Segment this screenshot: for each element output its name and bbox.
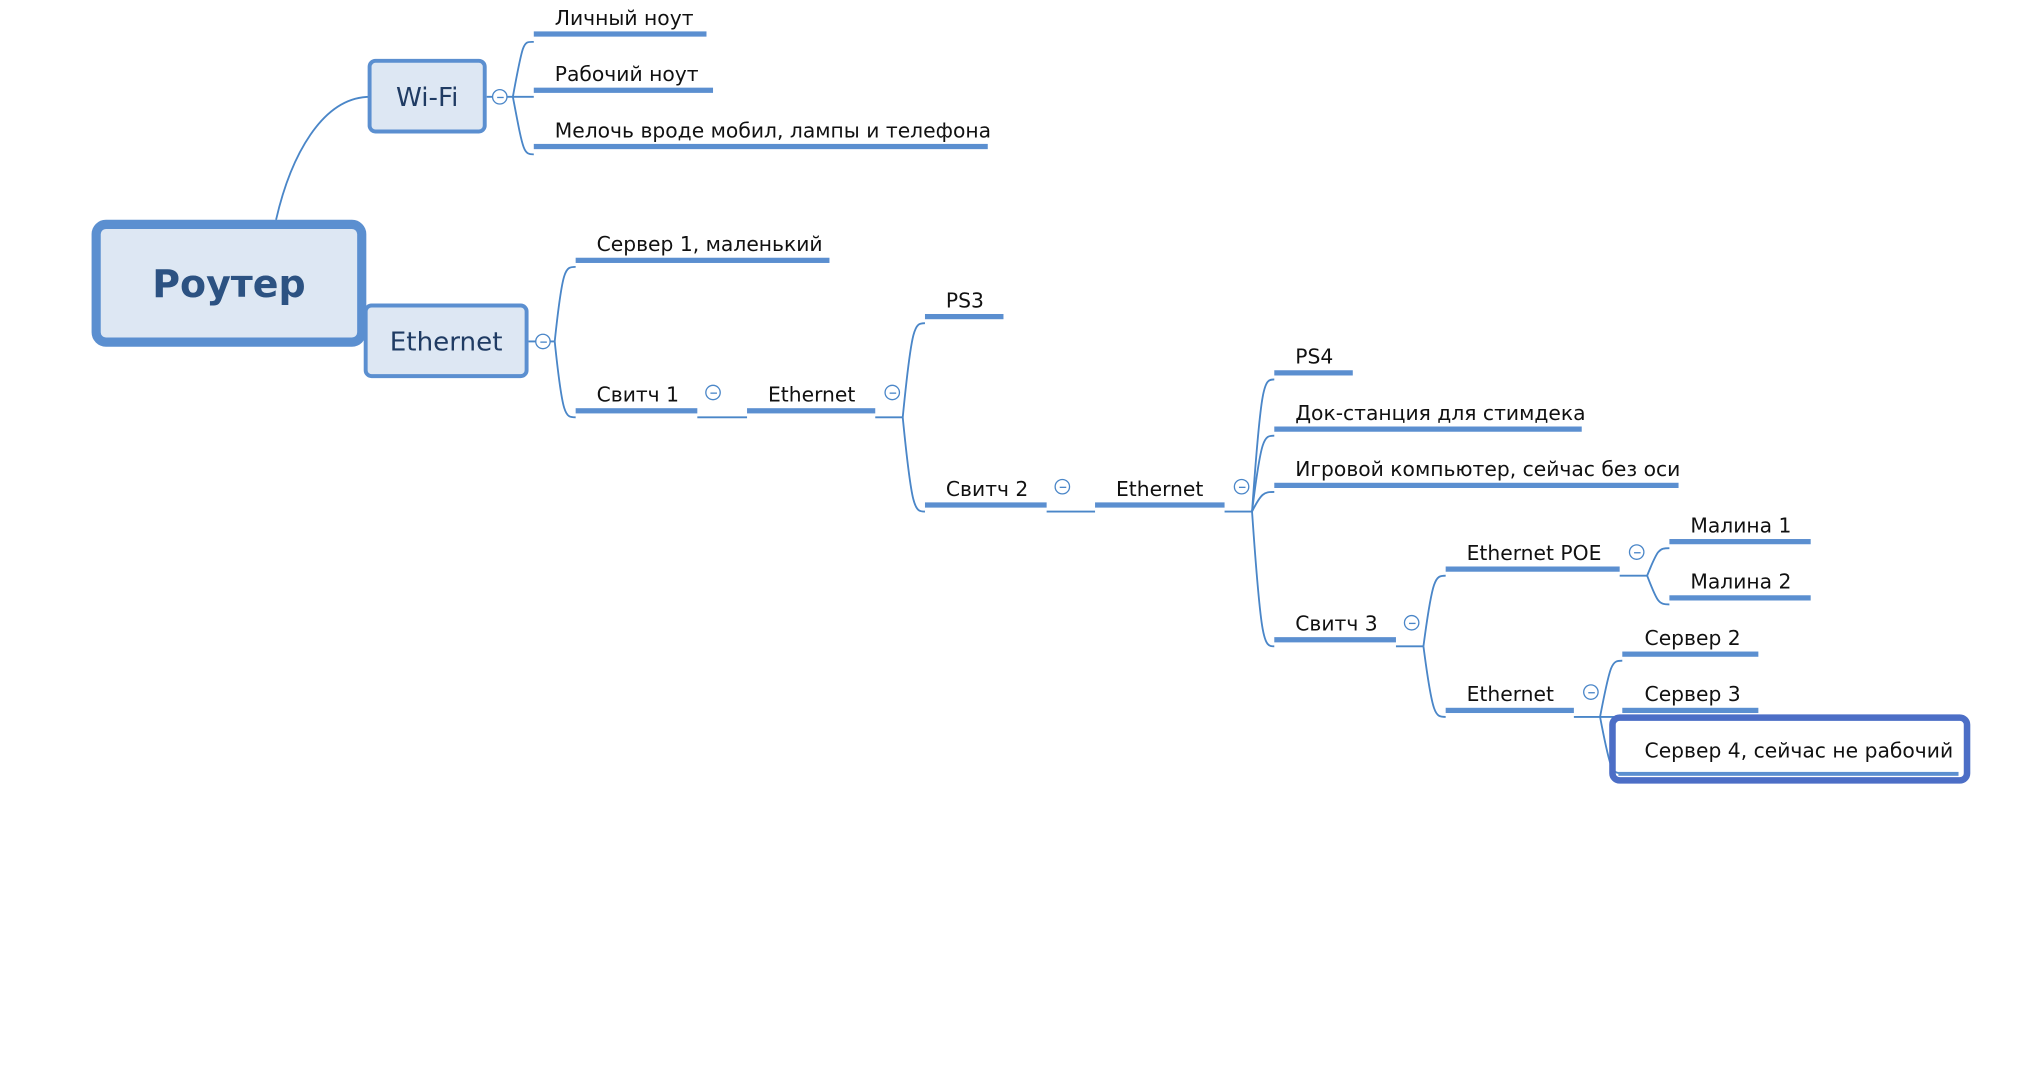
root-node-label: Роутер <box>152 261 306 306</box>
leaf-underline <box>1669 595 1811 601</box>
connector-port2-ps4 <box>1251 378 1275 512</box>
connector-port1-ps3 <box>901 322 925 418</box>
leaf-label: Док-станция для стимдека <box>1295 401 1586 426</box>
leaf-server3[interactable]: Сервер 3 <box>1622 682 1759 714</box>
connector-switch3-poe <box>1422 574 1446 647</box>
connector-poe-malina2 <box>1646 575 1670 606</box>
wifi-leaf-small-devices[interactable]: Мелочь вроде мобил, лампы и телефона <box>533 119 992 150</box>
leaf-underline <box>1274 637 1396 643</box>
ethernet-poe-collapse-icon[interactable] <box>1628 544 1645 560</box>
leaf-switch1-ethernet[interactable]: Ethernet <box>747 383 876 414</box>
leaf-ps4[interactable]: PS4 <box>1274 345 1353 376</box>
leaf-label: Малина 2 <box>1690 570 1792 594</box>
leaf-label: Игровой компьютер, сейчас без оси <box>1295 457 1681 482</box>
leaf-label: Ethernet <box>767 383 856 407</box>
connector-root-wifi <box>275 95 371 220</box>
leaf-malina2[interactable]: Малина 2 <box>1669 570 1811 601</box>
leaf-switch2[interactable]: Свитч 2 <box>924 477 1047 508</box>
connector-eth-server1 <box>553 265 576 342</box>
leaf-underline <box>1274 370 1353 376</box>
leaf-underline <box>533 87 714 93</box>
leaf-label: Малина 1 <box>1690 514 1792 538</box>
leaf-underline <box>575 257 830 263</box>
leaf-server4-selected[interactable] <box>1609 714 1971 784</box>
leaf-label: PS4 <box>1295 345 1334 369</box>
leaf-switch1[interactable]: Свитч 1 <box>575 383 698 414</box>
connector-wifi-leaf-1 <box>511 40 534 97</box>
leaf-underline <box>533 31 707 37</box>
wifi-node-label: Wi-Fi <box>395 80 459 112</box>
leaf-server4-label: Сервер 4, сейчас не рабочий <box>1622 739 1957 765</box>
connector-wifi-leaf-3 <box>511 96 534 156</box>
root-node-router[interactable]: Роутер <box>91 219 367 347</box>
leaf-underline <box>533 143 988 150</box>
leaf-underline <box>1618 771 1959 776</box>
leaf-label: Свитч 3 <box>1295 612 1378 636</box>
leaf-underline <box>1622 651 1759 657</box>
leaf-label: Личный ноут <box>554 6 694 31</box>
leaf-label: Свитч 1 <box>596 383 680 407</box>
leaf-label: Сервер 4, сейчас не рабочий <box>1644 739 1954 763</box>
connector-port2-dock <box>1251 434 1275 512</box>
leaf-label: Рабочий ноут <box>554 62 699 87</box>
leaf-switch2-ethernet[interactable]: Ethernet <box>1095 477 1225 508</box>
leaf-underline <box>924 502 1047 508</box>
leaf-underline <box>1669 539 1811 545</box>
leaf-steamdeck-dock[interactable]: Док-станция для стимдека <box>1274 402 1586 432</box>
leaf-underline <box>1274 482 1679 488</box>
leaf-ps3[interactable]: PS3 <box>924 289 1004 320</box>
leaf-server2[interactable]: Сервер 2 <box>1622 626 1759 657</box>
connector-poe-malina1 <box>1646 547 1670 576</box>
leaf-label: Сервер 1, маленький <box>596 232 823 257</box>
leaf-underline <box>1095 502 1225 508</box>
leaf-underline <box>1622 707 1759 714</box>
leaf-underline <box>1445 566 1620 572</box>
leaf-server1[interactable]: Сервер 1, маленький <box>575 232 830 263</box>
leaf-switch3[interactable]: Свитч 3 <box>1274 612 1396 643</box>
ethernet-node[interactable]: Ethernet <box>363 303 529 379</box>
leaf-ethernet-poe[interactable]: Ethernet POE <box>1445 541 1620 572</box>
connector-switch3-port <box>1422 646 1446 718</box>
wifi-leaf-personal-laptop[interactable]: Личный ноут <box>533 6 707 37</box>
leaf-label: Мелочь вроде мобил, лампы и телефона <box>554 119 992 143</box>
leaf-label: PS3 <box>945 289 984 313</box>
switch1-collapse-icon[interactable] <box>705 384 721 401</box>
switch3-collapse-icon[interactable] <box>1403 614 1420 631</box>
ethernet-collapse-icon[interactable] <box>535 333 551 350</box>
leaf-underline <box>1274 426 1582 432</box>
leaf-label: Ethernet POE <box>1466 541 1602 566</box>
connector-eth-switch1 <box>553 341 576 419</box>
connector-port2-gamingpc <box>1251 491 1275 512</box>
switch1-ethernet-collapse-icon[interactable] <box>884 384 901 401</box>
leaf-label: Ethernet <box>1115 477 1204 502</box>
leaf-underline <box>1445 707 1574 714</box>
wifi-collapse-icon[interactable] <box>491 88 508 105</box>
connector-lines <box>275 40 1670 775</box>
wifi-node[interactable]: Wi-Fi <box>367 58 487 134</box>
leaf-underline <box>924 313 1004 320</box>
leaf-switch3-ethernet[interactable]: Ethernet <box>1445 682 1574 714</box>
switch3-ethernet-collapse-icon[interactable] <box>1583 684 1599 700</box>
leaf-malina1[interactable]: Малина 1 <box>1669 514 1811 545</box>
leaf-label: Сервер 3 <box>1644 682 1741 707</box>
connector-port3-server2 <box>1599 659 1623 718</box>
switch2-collapse-icon[interactable] <box>1054 478 1071 495</box>
leaf-label: Сервер 2 <box>1644 626 1741 651</box>
ethernet-node-label: Ethernet <box>389 325 503 357</box>
connector-port1-switch2 <box>901 417 925 513</box>
leaf-label: Свитч 2 <box>945 477 1029 502</box>
connector-port2-switch3 <box>1251 511 1275 648</box>
wifi-leaf-work-laptop[interactable]: Рабочий ноут <box>533 62 714 93</box>
switch2-ethernet-collapse-icon[interactable] <box>1233 478 1250 495</box>
leaf-label: Ethernet <box>1466 682 1554 707</box>
leaf-underline <box>575 408 698 414</box>
leaf-gaming-pc[interactable]: Игровой компьютер, сейчас без оси <box>1274 457 1681 488</box>
leaf-underline <box>747 408 876 414</box>
